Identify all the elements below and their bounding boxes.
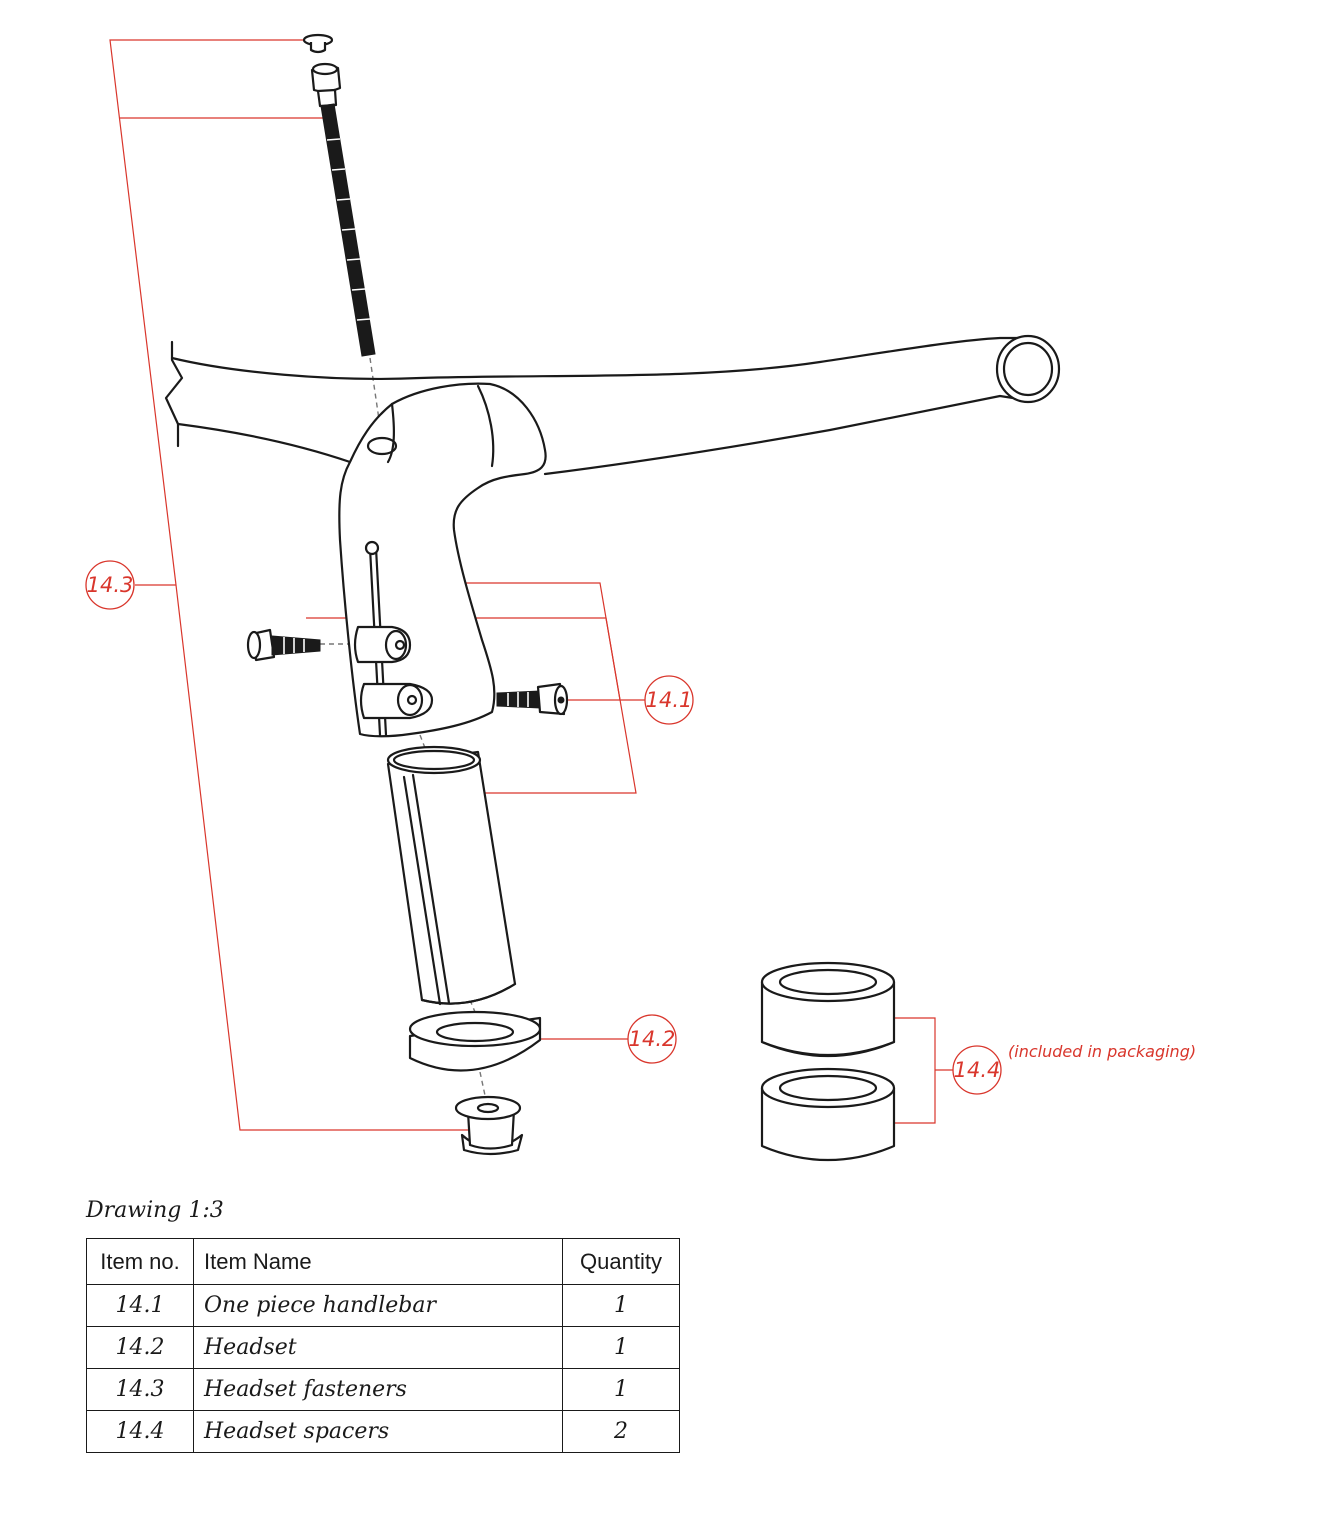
item-name-cell: One piece handlebar bbox=[193, 1284, 563, 1327]
item-no-cell: 14.3 bbox=[86, 1368, 194, 1411]
packaging-note: (included in packaging) bbox=[1008, 1042, 1196, 1061]
callout-label: 14.1 bbox=[646, 688, 693, 712]
table-row: 14.4 Headset spacers 2 bbox=[86, 1410, 680, 1453]
item-no-cell: 14.1 bbox=[86, 1284, 194, 1327]
headset-ring-icon bbox=[408, 1010, 542, 1072]
parts-table: Item no. Item Name Quantity 14.1 One pie… bbox=[86, 1238, 680, 1453]
column-header-item-name: Item Name bbox=[193, 1238, 563, 1285]
exploded-assembly-drawing: 14.3 14.1 14.2 14.4 (included in packagi… bbox=[85, 33, 1196, 1162]
item-no-cell: 14.2 bbox=[86, 1326, 194, 1369]
quantity-cell: 1 bbox=[562, 1284, 680, 1327]
callout-label: 14.4 bbox=[954, 1058, 1001, 1082]
clamp-boss-lower bbox=[359, 682, 434, 720]
table-header-row: Item no. Item Name Quantity bbox=[86, 1238, 680, 1285]
callout-14-3: 14.3 bbox=[85, 560, 135, 610]
table-row: 14.1 One piece handlebar 1 bbox=[86, 1284, 680, 1327]
column-header-item-no: Item no. bbox=[86, 1238, 194, 1285]
clamp-boss-upper bbox=[353, 625, 412, 664]
drawing-scale-caption: Drawing 1:3 bbox=[86, 1198, 224, 1223]
expander-sleeve-icon bbox=[386, 745, 517, 1006]
item-name-cell: Headset bbox=[193, 1326, 563, 1369]
table-row: 14.3 Headset fasteners 1 bbox=[86, 1368, 680, 1411]
quantity-cell: 2 bbox=[562, 1410, 680, 1453]
callout-14-4: 14.4 bbox=[952, 1045, 1002, 1095]
quantity-cell: 1 bbox=[562, 1326, 680, 1369]
callout-label: 14.3 bbox=[87, 573, 134, 597]
quantity-cell: 1 bbox=[562, 1368, 680, 1411]
callout-14-1: 14.1 bbox=[644, 675, 694, 725]
spacer-icon bbox=[760, 961, 896, 1058]
clamp-bolt-icon bbox=[496, 682, 569, 716]
top-cap-icon bbox=[302, 33, 334, 54]
callout-label: 14.2 bbox=[629, 1027, 676, 1051]
column-header-quantity: Quantity bbox=[562, 1238, 680, 1285]
star-nut-icon bbox=[454, 1095, 524, 1156]
clamp-bolt-icon bbox=[246, 628, 321, 662]
handlebar-icon bbox=[164, 334, 1061, 738]
item-name-cell: Headset spacers bbox=[193, 1410, 563, 1453]
callout-14-2: 14.2 bbox=[627, 1014, 677, 1064]
item-no-cell: 14.4 bbox=[86, 1410, 194, 1453]
table-row: 14.2 Headset 1 bbox=[86, 1326, 680, 1369]
item-name-cell: Headset fasteners bbox=[193, 1368, 563, 1411]
long-bolt-icon bbox=[310, 62, 376, 357]
spacer-icon bbox=[760, 1067, 896, 1162]
